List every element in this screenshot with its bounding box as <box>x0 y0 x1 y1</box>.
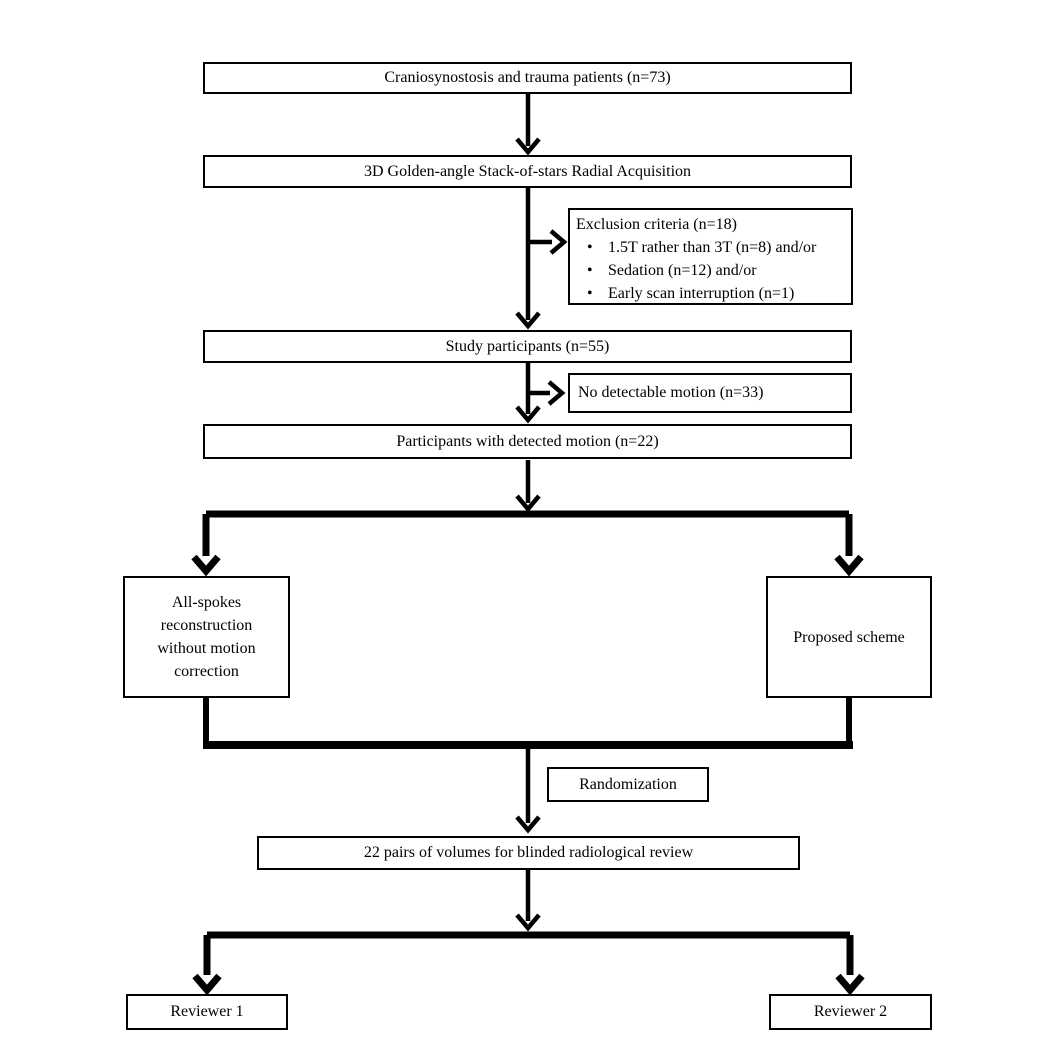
arrowhead-down-icon <box>191 554 221 577</box>
node-review: 22 pairs of volumes for blinded radiolog… <box>257 836 800 870</box>
node-exclusion: Exclusion criteria (n=18) • 1.5T rather … <box>568 208 853 305</box>
node-review-label: 22 pairs of volumes for blinded radiolog… <box>363 844 694 861</box>
exclusion-bullet-label: Sedation (n=12) and/or <box>608 262 757 279</box>
arrowhead-down-icon <box>192 973 222 996</box>
node-randomization-label: Randomization <box>579 775 677 793</box>
exclusion-title: Exclusion criteria (n=18) <box>576 216 737 233</box>
bullet-icon: • <box>587 262 593 279</box>
arrowhead-down-icon <box>515 311 541 330</box>
node-reviewer2-label: Reviewer 2 <box>813 1003 888 1020</box>
node-no-motion-label: No detectable motion (n=33) <box>578 384 764 401</box>
node-reviewer1: Reviewer 1 <box>126 994 288 1030</box>
arrowhead-down-icon <box>515 815 541 834</box>
node-no-motion: No detectable motion (n=33) <box>568 373 852 413</box>
exclusion-bullet-label: 1.5T rather than 3T (n=8) and/or <box>608 239 817 256</box>
arrowhead-right-icon <box>549 229 568 255</box>
arrowhead-down-icon <box>515 137 541 156</box>
arrowhead-down-icon <box>515 494 541 513</box>
node-randomization: Randomization <box>547 767 709 802</box>
arrowhead-down-icon <box>515 913 541 932</box>
node-proposed: Proposed scheme <box>766 576 932 698</box>
node-acquisition-label: 3D Golden-angle Stack-of-stars Radial Ac… <box>363 162 692 180</box>
node-participants-label: Study participants (n=55) <box>445 337 610 355</box>
node-reviewer1-label: Reviewer 1 <box>170 1003 244 1020</box>
exclusion-bullet-row: • Early scan interruption (n=1) <box>576 282 845 305</box>
node-patients: Craniosynostosis and trauma patients (n=… <box>203 62 852 94</box>
node-reviewer2: Reviewer 2 <box>769 994 932 1030</box>
arrowhead-down-icon <box>834 554 864 577</box>
bullet-icon: • <box>587 239 593 256</box>
node-participants: Study participants (n=55) <box>203 330 852 363</box>
node-all-spokes-label: All-spokes reconstruction without motion… <box>157 594 256 680</box>
node-proposed-label: Proposed scheme <box>793 628 905 646</box>
node-all-spokes: All-spokes reconstruction without motion… <box>123 576 290 698</box>
exclusion-bullet-row: • Sedation (n=12) and/or <box>576 259 845 282</box>
arrowhead-right-icon <box>547 380 566 406</box>
node-patients-label: Craniosynostosis and trauma patients (n=… <box>384 69 671 86</box>
exclusion-bullet-label: Early scan interruption (n=1) <box>608 285 795 302</box>
node-detected-motion: Participants with detected motion (n=22) <box>203 424 852 459</box>
bullet-icon: • <box>587 285 593 302</box>
exclusion-bullet-row: • 1.5T rather than 3T (n=8) and/or <box>576 236 845 259</box>
arrowhead-down-icon <box>835 973 865 996</box>
node-detected-motion-label: Participants with detected motion (n=22) <box>396 432 659 450</box>
arrowhead-down-icon <box>515 405 541 424</box>
node-acquisition: 3D Golden-angle Stack-of-stars Radial Ac… <box>203 155 852 188</box>
